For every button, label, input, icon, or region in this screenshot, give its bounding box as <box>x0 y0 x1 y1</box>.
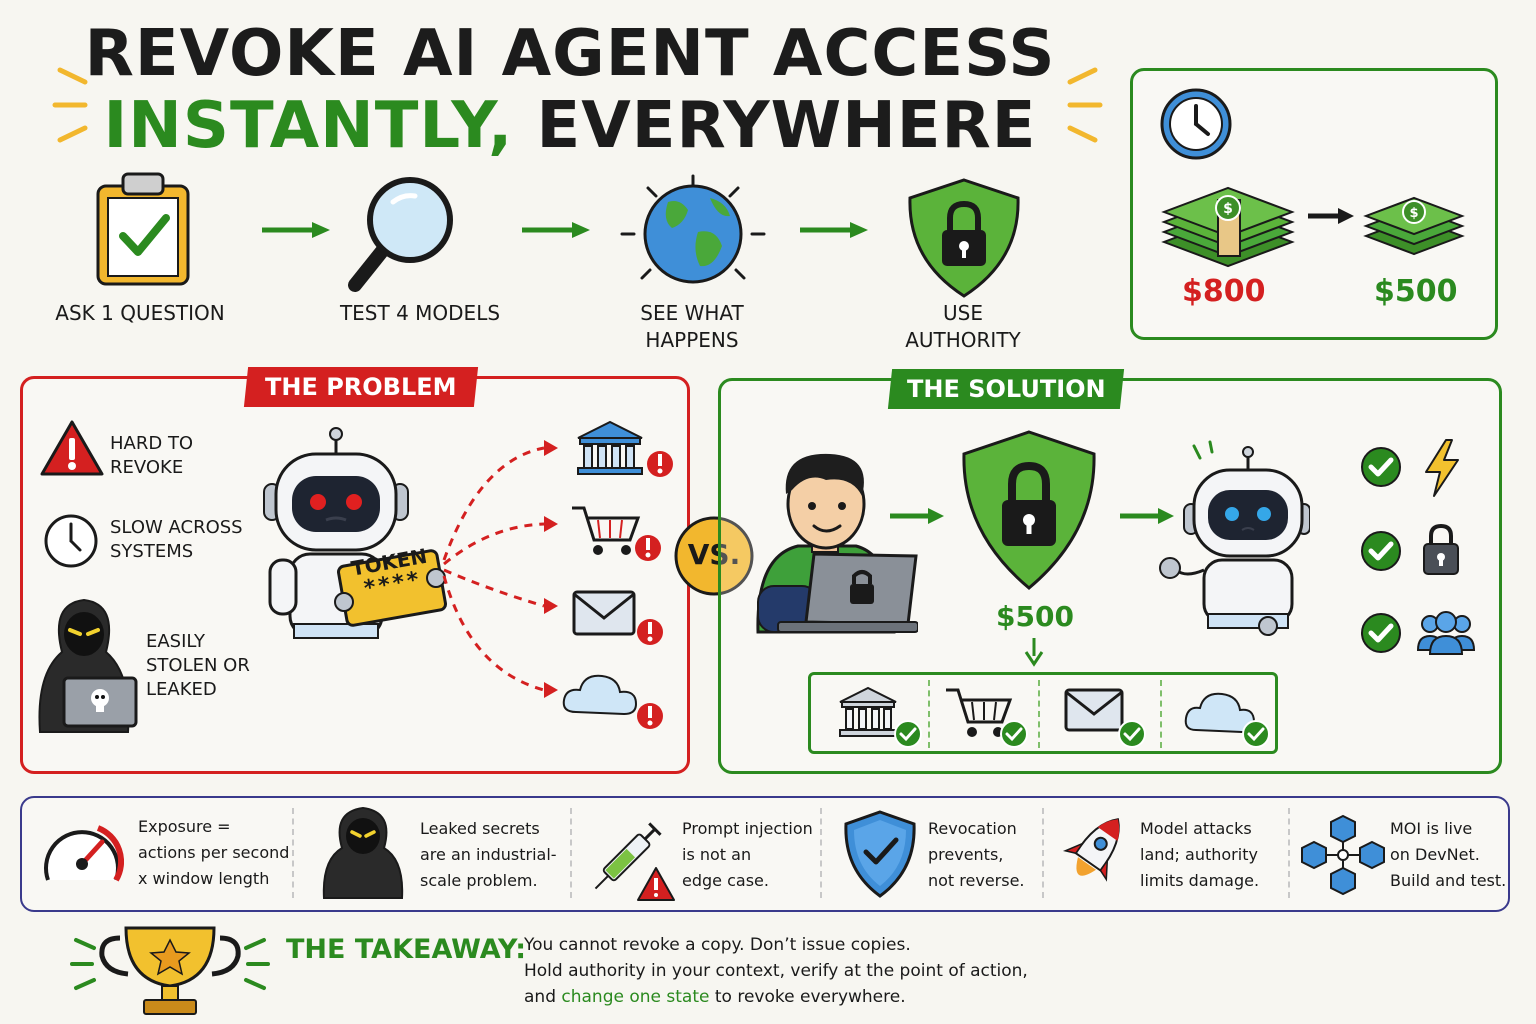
arrow-icon <box>800 222 868 238</box>
magnifying-glass-icon <box>348 177 453 292</box>
clock-icon <box>44 514 98 568</box>
arrow-icon <box>1120 508 1174 524</box>
step-label-2: TEST 4 MODELS <box>339 301 501 325</box>
check-icon <box>1361 613 1401 653</box>
network-icon <box>1301 814 1385 896</box>
vs-label: VS. <box>687 538 741 571</box>
check-icon <box>1361 447 1401 487</box>
clock-icon <box>1160 88 1232 160</box>
step-label-1: ASK 1 QUESTION <box>55 301 225 325</box>
sparkle-left-icon <box>52 67 88 143</box>
divider <box>1288 808 1290 898</box>
cloud-icon <box>562 674 663 729</box>
arrow-icon <box>262 222 330 238</box>
solution-targets-box <box>808 672 1278 754</box>
shield-check-icon <box>844 810 916 898</box>
warning-icon <box>40 420 104 476</box>
divider <box>820 808 822 898</box>
step-label-3: SEE WHAT HAPPENS <box>640 301 744 352</box>
divider <box>570 808 572 898</box>
takeaway-line-1: You cannot revoke a copy. Don’t issue co… <box>524 935 911 955</box>
takeaway-line-3: and change one state to revoke everywher… <box>524 987 906 1007</box>
gauge-icon <box>44 825 124 882</box>
hacker-icon <box>322 806 404 899</box>
svg-text:$: $ <box>1409 206 1418 221</box>
rocket-icon <box>1062 818 1120 882</box>
facts-strip <box>20 796 1510 912</box>
divider <box>1160 680 1162 748</box>
users-icon <box>1416 611 1476 655</box>
cart-icon <box>572 506 661 561</box>
arrow-icon <box>1308 208 1354 224</box>
hacker-icon <box>38 598 138 733</box>
cart-icon <box>946 688 1028 748</box>
divider <box>1042 808 1044 898</box>
cloud-icon <box>1184 692 1270 748</box>
cost-after: $500 <box>1374 274 1458 309</box>
problem-item-2: SLOW ACROSS SYSTEMS <box>110 517 243 562</box>
mail-icon <box>572 590 663 645</box>
leak-arrows <box>442 440 558 698</box>
bank-icon <box>577 420 673 477</box>
clipboard-check-icon <box>96 172 190 286</box>
fact-4: Revocation prevents, not reverse. <box>928 819 1025 890</box>
lock-icon <box>1423 523 1459 575</box>
problem-item-3: EASILY STOLEN OR LEAKED <box>146 631 250 700</box>
trophy-icon <box>70 926 270 1015</box>
takeaway-highlight: change one state <box>561 987 710 1007</box>
fact-6: MOI is live on DevNet. Build and test. <box>1390 819 1507 890</box>
lightning-icon <box>1425 439 1459 497</box>
check-icon <box>1361 531 1401 571</box>
problem-item-1: HARD TO REVOKE <box>110 433 194 478</box>
step-label-4: USE AUTHORITY <box>905 301 1021 352</box>
shield-lock-icon <box>908 178 1020 298</box>
title-highlight: INSTANTLY, <box>103 89 514 163</box>
problem-banner: THE PROBLEM <box>243 367 479 407</box>
globe-icon <box>620 174 766 284</box>
bank-icon <box>839 686 922 748</box>
vs-badge <box>674 516 754 596</box>
robot-icon <box>1159 440 1310 636</box>
title-line-2: INSTANTLY, EVERYWHERE <box>0 94 1140 158</box>
mail-icon <box>1064 688 1146 748</box>
takeaway-heading: THE TAKEAWAY: <box>286 934 527 965</box>
title-line-1: REVOKE AI AGENT ACCESS <box>84 17 1056 91</box>
arrow-icon <box>522 222 590 238</box>
cost-before: $800 <box>1182 274 1266 309</box>
fact-3: Prompt injection is not an edge case. <box>682 819 813 890</box>
syringe-icon <box>594 822 675 901</box>
solution-banner: THE SOLUTION <box>887 369 1125 409</box>
arrow-down-icon <box>1024 638 1044 667</box>
divider <box>292 808 294 898</box>
person-laptop <box>756 453 918 634</box>
money-stack-icon: $ <box>1363 196 1465 256</box>
fact-5: Model attacks land; authority limits dam… <box>1140 819 1260 890</box>
shield-lock-icon <box>962 430 1096 590</box>
divider <box>1038 680 1040 748</box>
solution-amount: $500 <box>996 600 1074 633</box>
sparkle-right-icon <box>1067 67 1103 143</box>
fact-2: Leaked secrets are an industrial- scale … <box>420 819 557 890</box>
takeaway-line-2: Hold authority in your context, verify a… <box>524 961 1028 981</box>
robot-with-token <box>263 427 447 639</box>
money-stack-icon: $ <box>1161 186 1295 268</box>
title-rest: EVERYWHERE <box>513 89 1037 163</box>
fact-1: Exposure = actions per second x window l… <box>138 817 290 888</box>
svg-text:$: $ <box>1223 201 1233 217</box>
arrow-icon <box>890 508 944 524</box>
divider <box>928 680 930 748</box>
